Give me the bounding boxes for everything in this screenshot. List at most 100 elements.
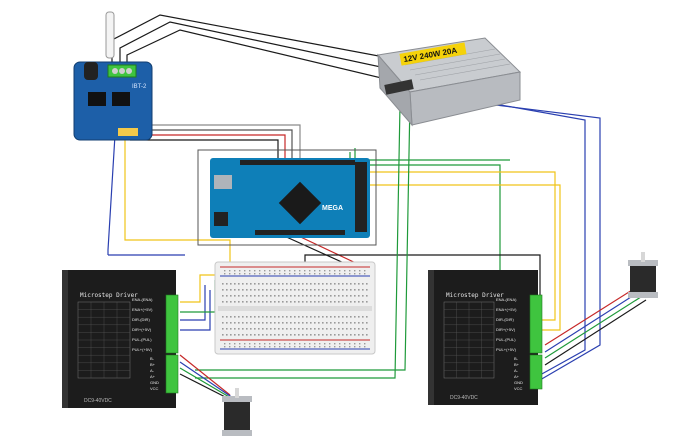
driver-left-body <box>66 270 176 408</box>
driver-left-input-2: DIR-(DIR) <box>132 317 150 322</box>
wire-bts-psu-black-3 <box>126 29 391 81</box>
driver-right-input-2: DIR-(DIR) <box>496 317 514 322</box>
driver-right-footer: DC9-40VDC <box>450 395 478 401</box>
wire-psu-green-2 <box>195 104 401 379</box>
stepper-left-cap-bottom <box>222 430 252 436</box>
wire-ld-motor-blue <box>179 361 234 399</box>
driver-right-input-1: ENA+(+5V) <box>496 307 517 312</box>
arduino-power-jack <box>214 212 228 226</box>
wire-ld-blue-1 <box>180 285 206 321</box>
driver-right-output-2: A- <box>514 368 519 373</box>
arduino-outline <box>197 149 377 246</box>
driver-left-input-5: PUL+(+5V) <box>132 347 153 352</box>
stepper-motor-left[interactable] <box>222 388 252 436</box>
stepper-left-shaft <box>235 388 239 398</box>
driver-right-input-4: PUL-(PUL) <box>496 337 516 342</box>
arduino-mega[interactable]: MEGA <box>197 149 377 246</box>
bts-motor-driver[interactable]: IBT-2 <box>73 11 153 141</box>
driver-left-output-0: B- <box>150 356 155 361</box>
bts-capacitor <box>84 62 98 80</box>
driver-right-heatsink <box>428 270 434 405</box>
wire-bts-psu-black-2 <box>119 21 396 71</box>
stepper-right-cap-bottom <box>628 292 658 298</box>
wire-ard-green-2 <box>349 152 510 161</box>
psu-terminals <box>384 79 414 95</box>
driver-right-terminal-bottom <box>529 354 543 390</box>
wire-rd-motor-blue <box>544 289 643 353</box>
arduino-header-bottom <box>255 230 345 235</box>
arduino-header-top <box>240 160 355 165</box>
breadboard-center-channel <box>218 306 372 311</box>
breadboard-holes <box>222 270 368 348</box>
driver-left-input-1: ENA+(+5V) <box>132 307 153 312</box>
wire-ld-motor-red <box>179 354 231 396</box>
stepper-right-shaft <box>641 252 645 262</box>
bts-chip-1 <box>88 92 106 106</box>
power-supply[interactable]: 12V 240W 20A <box>377 37 522 127</box>
driver-left-input-4: PUL-(PUL) <box>132 337 152 342</box>
wire-bts-arduino-gray-1 <box>150 124 301 160</box>
driver-right-input-3: DIR+(+5V) <box>496 327 516 332</box>
driver-right-input-5: PUL+(+5V) <box>496 347 517 352</box>
stepper-left-cap-top <box>222 396 252 402</box>
driver-right-body <box>432 270 538 405</box>
driver-left-heatsink <box>62 270 68 408</box>
wire-ld-blue-2 <box>180 290 211 331</box>
stepper-right-cap-top <box>628 260 658 266</box>
wire-bts-blue <box>107 134 116 255</box>
driver-left[interactable]: Microstep Driver ENA-(ENA) ENA+(+5V) DIR… <box>62 270 179 408</box>
wire-psu-green-1 <box>195 99 411 371</box>
wire-ard-green-1 <box>354 148 501 300</box>
driver-left-output-4: GND <box>150 380 159 385</box>
driver-right-output-1: B+ <box>514 362 520 367</box>
driver-right-output-4: GND <box>514 380 523 385</box>
bts-terminal-screw-3 <box>126 68 132 74</box>
wire-psu-blue-right <box>454 99 601 381</box>
wire-rd-motor-black <box>544 299 647 366</box>
psu-label-bg <box>399 42 467 66</box>
arduino-logo: MEGA <box>322 205 343 212</box>
driver-left-output-5: VCC <box>150 386 159 391</box>
bts-chip-2 <box>112 92 130 106</box>
driver-right-output-0: B- <box>514 356 519 361</box>
wire-bts-yellow <box>124 135 231 268</box>
driver-left-table-grid <box>78 302 130 378</box>
driver-left-output-1: B+ <box>150 362 156 367</box>
driver-right-input-0: ENA-(ENA) <box>496 297 517 302</box>
driver-left-output-3: A+ <box>150 374 156 379</box>
bts-label: IBT-2 <box>132 84 147 90</box>
wire-bts-arduino-black <box>130 139 279 160</box>
stepper-motor-right[interactable] <box>628 252 658 298</box>
arduino-usb <box>214 175 232 189</box>
wires <box>107 14 647 405</box>
stepper-left-body <box>224 398 250 436</box>
wire-rd-motor-green <box>544 294 645 359</box>
wire-ard-yellow-right <box>365 171 556 321</box>
bts-terminal-screw-2 <box>119 68 125 74</box>
driver-right-output-3: A+ <box>514 374 520 379</box>
wire-rd-motor-red <box>544 284 641 346</box>
wire-bts-arduino-red <box>140 134 286 160</box>
wire-psu-blue-right-2 <box>444 94 586 376</box>
breadboard[interactable] <box>214 261 376 355</box>
driver-left-title: Microstep Driver <box>80 292 138 299</box>
wire-ard-yellow-right-2 <box>365 184 561 331</box>
arduino-mcu <box>278 181 322 225</box>
driver-right-title: Microstep Driver <box>446 292 504 299</box>
driver-right-terminal-top <box>529 294 543 354</box>
bts-header <box>118 128 138 136</box>
driver-right[interactable]: Microstep Driver ENA-(ENA) ENA+(+5V) DIR… <box>428 270 543 405</box>
driver-left-terminal-bottom <box>165 354 179 394</box>
driver-left-input-0: ENA-(ENA) <box>132 297 153 302</box>
bts-fuse <box>105 11 115 59</box>
driver-left-input-3: DIR+(+5V) <box>132 327 152 332</box>
driver-left-output-2: A- <box>150 368 155 373</box>
bts-terminal-screw-1 <box>112 68 118 74</box>
wire-ld-motor-green <box>179 367 237 402</box>
driver-left-terminal-top <box>165 294 179 354</box>
driver-right-output-5: VCC <box>514 386 523 391</box>
driver-left-footer: DC9-40VDC <box>84 398 112 404</box>
driver-right-table-grid <box>444 302 494 378</box>
arduino-header-right <box>355 162 367 232</box>
